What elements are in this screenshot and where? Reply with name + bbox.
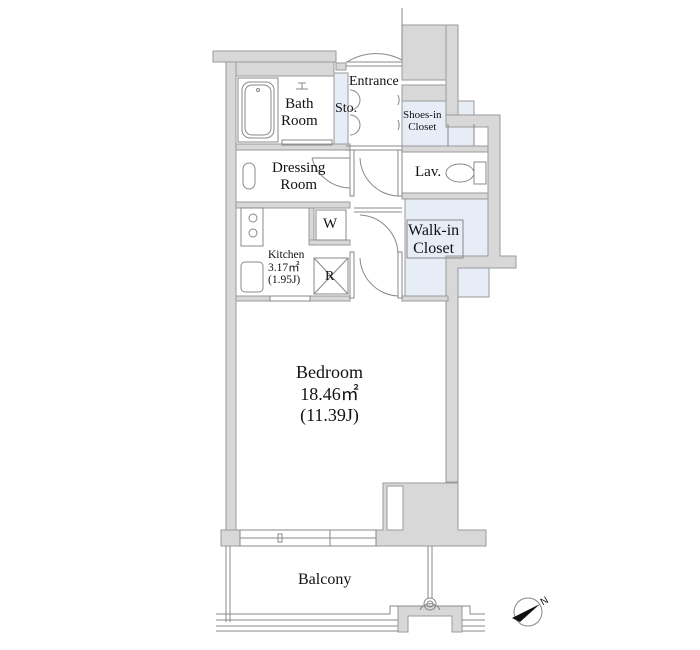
refrigerator-label: R xyxy=(325,269,335,284)
wall-right-column xyxy=(445,24,459,116)
dressing-room-label: Dressing Room xyxy=(272,160,326,193)
fridge-box xyxy=(313,257,349,295)
wall-bottom-left xyxy=(220,529,242,547)
wall-dressing-bottom xyxy=(235,201,351,209)
pillar-inner-white xyxy=(386,485,404,531)
lavatory-label: Lav. xyxy=(415,164,442,180)
north-compass-icon xyxy=(512,597,543,627)
wall-bath-bottom xyxy=(235,143,351,151)
fixtures xyxy=(216,8,487,632)
balcony-parapet-block xyxy=(397,605,463,633)
wall-bath-top xyxy=(235,61,335,77)
shoes-closet-label: Shoes-in Closet xyxy=(403,109,442,134)
balcony-label: Balcony xyxy=(298,571,352,588)
wall-washer-left xyxy=(308,207,315,245)
wall-lav-bottom xyxy=(401,192,489,200)
washer-label: W xyxy=(323,216,338,232)
walls xyxy=(212,24,517,633)
wall-lav-top xyxy=(401,145,489,153)
storage-label: Sto. xyxy=(335,101,358,116)
bathtub xyxy=(237,77,279,143)
wall-right-upper xyxy=(445,114,517,483)
wall-left xyxy=(225,61,237,533)
bedroom-label: Bedroom 18.46㎡ (11.39J) xyxy=(296,362,363,426)
walkin-closet-label: Walk-in Closet xyxy=(408,222,460,257)
washer-box xyxy=(315,209,347,241)
bath-room-label: Bath Room xyxy=(281,96,318,129)
wall-washer-bottom xyxy=(308,239,351,246)
entrance-label: Entrance xyxy=(349,74,399,89)
wall-wic-bottom xyxy=(401,295,449,302)
kitchen-label: Kitchen 3.17㎡ (1.95J) xyxy=(268,249,305,287)
